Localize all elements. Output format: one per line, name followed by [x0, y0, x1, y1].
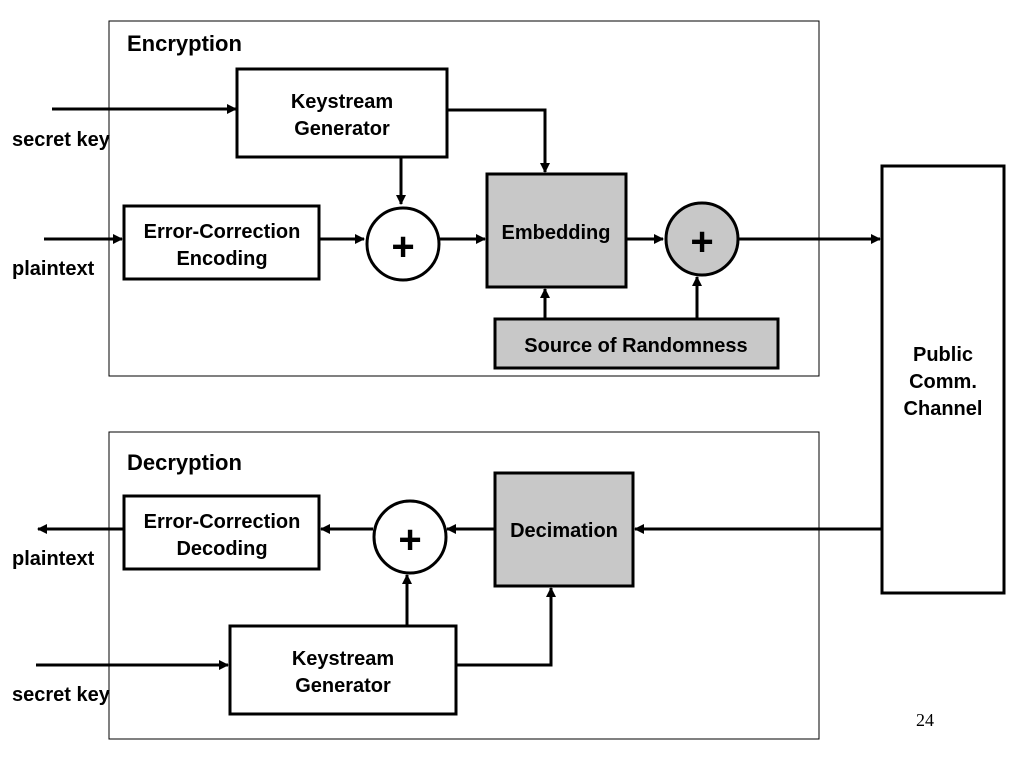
- plaintext-out-label: plaintext: [12, 548, 95, 570]
- source-of-randomness-box: [493, 317, 780, 370]
- decryption-frame: [108, 431, 820, 740]
- source-of-randomness-label: Source of Randomness: [524, 335, 747, 357]
- xor2-symbol: +: [690, 220, 713, 264]
- channel-line2: Comm.: [909, 371, 977, 393]
- keystream-generator-dec-line1: Keystream: [292, 648, 394, 670]
- keystream-generator-line1: Keystream: [291, 91, 393, 113]
- xor-circle-encryption: [365, 206, 441, 282]
- embedding-label: Embedding: [502, 222, 611, 244]
- ecc-decoding-line1: Error-Correction: [144, 511, 301, 533]
- page-number: 24: [916, 710, 934, 730]
- error-correction-decoding-box: [122, 494, 321, 571]
- xor-symbol-decryption: +: [398, 518, 421, 562]
- ecc-encoding-line1: Error-Correction: [144, 221, 301, 243]
- keystream-generator-dec-line2: Generator: [295, 675, 391, 697]
- encryption-frame: [108, 20, 820, 377]
- keystream-to-embedding-arrow: [447, 108, 550, 173]
- keystream-generator-line2: Generator: [294, 118, 390, 140]
- channel-line3: Channel: [904, 398, 983, 420]
- secret-key-dec-label: secret key: [12, 684, 111, 706]
- ecc-encoding-line2: Encoding: [176, 248, 267, 270]
- decryption-title: Decryption: [127, 450, 242, 475]
- decimation-label: Decimation: [510, 520, 618, 542]
- keystream-generator-box: [235, 67, 449, 159]
- ecc-decoding-line2: Decoding: [176, 538, 267, 560]
- public-channel-box: [880, 164, 1006, 595]
- secret-key-label: secret key: [12, 129, 111, 151]
- keystream-generator-dec-box: [228, 624, 458, 716]
- plaintext-label: plaintext: [12, 258, 95, 280]
- embedding-box: [485, 172, 628, 289]
- error-correction-encoding-box: [122, 204, 321, 281]
- channel-line1: Public: [913, 344, 973, 366]
- keystream-dec-to-decimation-arrow: [456, 587, 556, 667]
- encryption-title: Encryption: [127, 31, 242, 56]
- xor-symbol-encryption: +: [391, 225, 414, 269]
- xor-circle-decryption: [372, 499, 448, 575]
